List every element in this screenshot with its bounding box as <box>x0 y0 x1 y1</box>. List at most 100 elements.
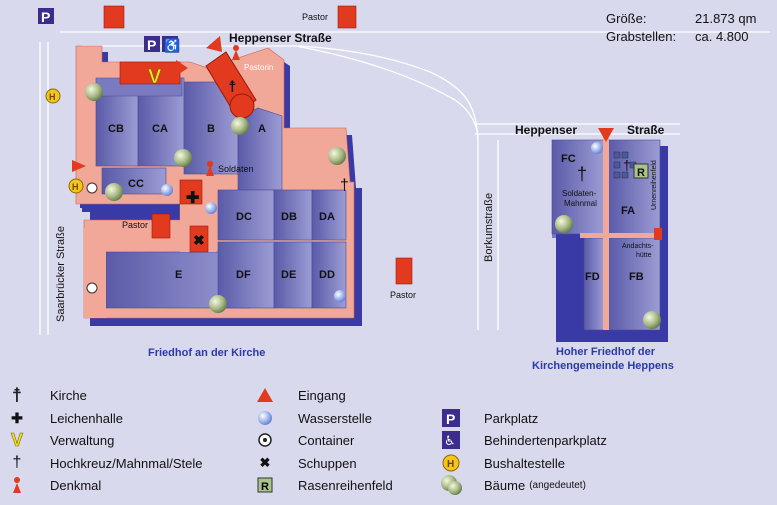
field-label-dc: DC <box>236 211 252 223</box>
svg-text:R: R <box>261 481 269 493</box>
water-point-icon <box>254 407 276 429</box>
legend-item-schuppen: ✖ Schuppen <box>254 452 357 474</box>
legend-item-denkmal: Denkmal <box>6 474 101 496</box>
statistics-box: Größe: 21.873 qm Grabstellen: ca. 4.800 <box>606 10 756 46</box>
legend-label: Bushaltestelle <box>484 455 565 471</box>
andachtshuette-label-1: Andachts- <box>622 243 654 250</box>
street-heppenser-left: Heppenser Straße <box>229 31 332 45</box>
parking-symbols: P P ♿ <box>38 8 180 53</box>
administration-icon: V <box>10 429 24 450</box>
legend-label: Hochkreuz/Mahnmal/Stele <box>50 455 203 471</box>
field-label-df: DF <box>236 269 251 281</box>
buildings <box>103 5 413 285</box>
water-points <box>161 142 603 302</box>
legend-label: Wasserstelle <box>298 410 372 426</box>
bus-stops: H H <box>45 88 84 194</box>
left-grave-fields <box>95 77 347 309</box>
entrances <box>72 36 662 240</box>
svg-text:P: P <box>41 9 50 25</box>
trees <box>85 83 661 329</box>
size-label: Größe: <box>606 11 647 26</box>
disabled-parking-icon: ♿ <box>440 429 462 451</box>
legend-item-kirche: ☨ Kirche <box>6 384 87 407</box>
street-heppenser-right-1: Heppenser <box>515 123 577 137</box>
legend-label: Kirche <box>50 387 87 403</box>
legend-item-bushaltestelle: H Bushaltestelle <box>440 452 565 474</box>
administration-v-symbol: V <box>148 66 162 88</box>
memorial-cross-symbol: † <box>577 164 587 184</box>
graves-label: Grabstellen: <box>606 29 677 44</box>
legend-label: Eingang <box>298 387 346 403</box>
monument-icon <box>6 474 28 496</box>
svg-text:P: P <box>446 411 455 427</box>
monument-soldaten <box>206 160 214 176</box>
field-label-de: DE <box>281 269 296 281</box>
church-icon: ☨ <box>11 384 23 407</box>
urn-cross-symbol: † <box>623 157 631 173</box>
field-label-fc: FC <box>561 153 576 165</box>
street-heppenser-right-2: Straße <box>627 123 665 137</box>
street-borkum: Borkumstraße <box>483 193 495 262</box>
svg-text:R: R <box>637 167 645 179</box>
soldaten-label: Soldaten <box>218 164 254 174</box>
field-label-dd: DD <box>319 269 335 281</box>
left-cemetery-title: Friedhof an der Kirche <box>148 347 265 359</box>
field-label-db: DB <box>281 211 297 223</box>
roads <box>39 31 770 335</box>
pastor-label-inner: Pastor <box>122 220 148 230</box>
svg-text:P: P <box>147 37 156 53</box>
field-label-b: B <box>207 123 215 135</box>
lawn-field-icon: R <box>254 474 276 496</box>
legend-label: Rasenreihenfeld <box>298 477 393 493</box>
field-label-cc: CC <box>128 178 144 190</box>
funeral-hall-icon: ✚ <box>11 409 23 426</box>
legend-label: Container <box>298 432 355 448</box>
lawn-row-field-symbol: R <box>633 163 649 179</box>
graves-value: ca. 4.800 <box>695 29 749 44</box>
urnenreihenfeld-label: Urnenreihenfeld <box>651 160 658 210</box>
legend-label: Schuppen <box>298 455 357 471</box>
field-label-da: DA <box>319 211 335 223</box>
pastor-label-top: Pastor <box>302 12 328 22</box>
shed-icon: ✖ <box>259 455 271 470</box>
field-label-fa: FA <box>621 205 635 217</box>
tree-icon <box>440 474 462 496</box>
svg-text:H: H <box>49 92 56 102</box>
pastorin-label: Pastorin <box>244 63 273 72</box>
legend-item-rasenreihenfeld: R Rasenreihenfeld <box>254 474 393 496</box>
right-cemetery-title-1: Hoher Friedhof der <box>556 346 656 358</box>
field-label-a: A <box>258 123 266 135</box>
funeral-hall-cross-symbol: ✚ <box>186 190 199 207</box>
legend-item-parkplatz: P Parkplatz <box>440 407 538 429</box>
right-paths <box>580 134 660 330</box>
church: ☨ <box>205 51 257 119</box>
field-label-fd: FD <box>585 271 600 283</box>
legend-label: Parkplatz <box>484 410 539 426</box>
field-label-fb: FB <box>629 271 644 283</box>
legend-label: Leichenhalle <box>50 410 124 426</box>
legend-label: Behindertenparkplatz <box>484 432 607 448</box>
svg-text:H: H <box>447 459 454 470</box>
right-cemetery-title-2: Kirchengemeinde Heppens <box>532 360 674 372</box>
containers <box>86 182 98 294</box>
legend-item-eingang: Eingang <box>254 384 346 406</box>
legend-item-hochkreuz: † Hochkreuz/Mahnmal/Stele <box>6 452 203 474</box>
svg-text:H: H <box>72 182 79 192</box>
legend-note: (angedeutet) <box>529 479 586 491</box>
legend-item-baeume: Bäume (angedeutet) <box>440 474 586 496</box>
legend-item-container: Container <box>254 429 354 451</box>
high-cross-symbol: † <box>340 177 349 194</box>
mahnmal-label-1: Soldaten- <box>562 189 597 198</box>
field-label-cb: CB <box>108 123 124 135</box>
mahnmal-label-2: Mahnmal <box>564 199 597 208</box>
svg-text:♿: ♿ <box>164 38 180 53</box>
size-value: 21.873 qm <box>695 11 757 26</box>
field-label-ca: CA <box>152 123 168 135</box>
legend-label: Denkmal <box>50 477 102 493</box>
high-cross-icon: † <box>12 454 22 471</box>
legend-label: Bäume <box>484 477 526 493</box>
andachtshuette-label-2: hütte <box>636 252 652 259</box>
pastor-label-right: Pastor <box>390 290 416 300</box>
parking-icon: P <box>440 407 462 429</box>
